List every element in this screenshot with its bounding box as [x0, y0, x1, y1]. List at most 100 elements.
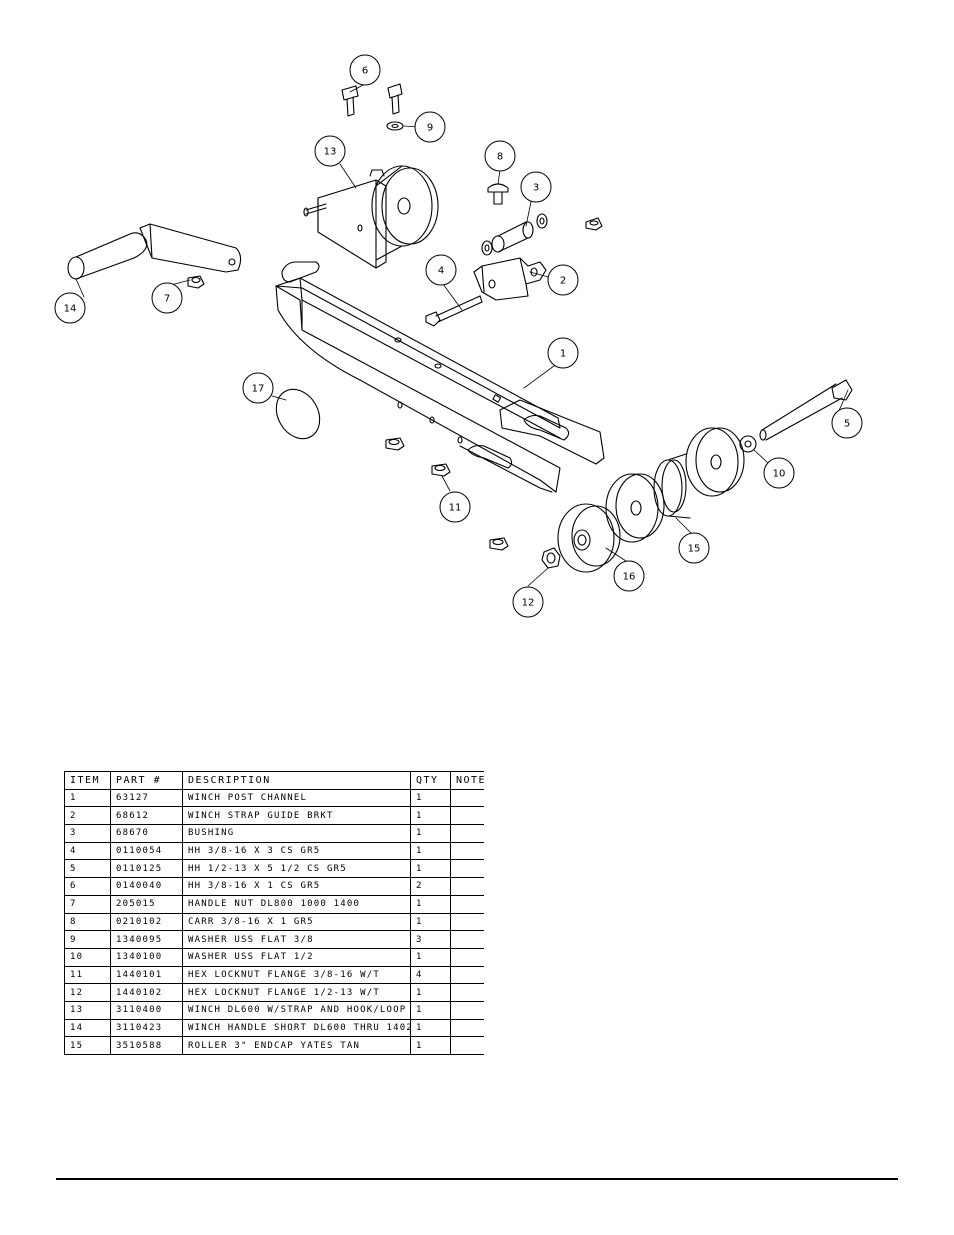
cell-item: 2	[64, 806, 111, 826]
part-winch-handle	[67, 223, 242, 280]
callout-label: 7	[164, 294, 170, 305]
callout-label: 1	[560, 349, 566, 360]
cell-part-number: 68670	[110, 824, 183, 843]
callout-4: 4	[425, 254, 457, 286]
cell-note	[450, 806, 484, 826]
callout-label: 10	[773, 469, 786, 480]
callout-5: 5	[831, 407, 863, 439]
part-winch-post-channel	[275, 261, 605, 493]
cell-item: 13	[64, 1000, 111, 1020]
cell-part-number: 0140040	[110, 877, 183, 896]
cell-part-number: 0210102	[110, 912, 183, 932]
cell-note	[450, 1000, 484, 1020]
cell-item: 9	[64, 930, 111, 949]
cell-qty: 3	[410, 930, 451, 949]
cell-item: 7	[64, 894, 111, 914]
callout-label: 14	[64, 304, 77, 315]
callout-13: 13	[314, 135, 346, 167]
cell-part-number: 1440101	[110, 965, 183, 985]
cell-item: 8	[64, 912, 111, 932]
cell-note	[450, 841, 484, 861]
cell-item: 5	[64, 859, 111, 879]
cell-item: 14	[64, 1018, 111, 1038]
callout-17: 17	[242, 372, 274, 404]
parts-table-header: ITEM PART # DESCRIPTION QTY NOTE	[64, 771, 484, 790]
callout-circle	[151, 282, 183, 314]
callout-circle	[763, 457, 795, 489]
cell-description: HEX LOCKNUT FLANGE 3/8-16 W/T	[182, 965, 411, 985]
cell-note	[450, 965, 484, 985]
part-locknut-1-2	[541, 547, 561, 569]
callout-circle	[414, 111, 446, 143]
callout-11: 11	[439, 491, 471, 523]
callout-10: 10	[763, 457, 795, 489]
cell-qty: 1	[410, 788, 451, 808]
callout-circle	[547, 264, 579, 296]
callout-circle	[547, 337, 579, 369]
header-item: ITEM	[64, 771, 111, 790]
header-qty: QTY	[410, 771, 451, 790]
callout-circle	[831, 407, 863, 439]
callout-circle	[54, 292, 86, 324]
cell-note	[450, 894, 484, 914]
cell-item: 12	[64, 983, 111, 1002]
part-carriage-bolt	[487, 183, 509, 205]
cell-item: 3	[64, 824, 111, 843]
cell-qty: 1	[410, 859, 451, 879]
cell-part-number: 3110423	[110, 1018, 183, 1038]
cell-qty: 1	[410, 912, 451, 932]
cell-note	[450, 788, 484, 808]
cell-note	[450, 912, 484, 932]
callout-circle	[613, 560, 645, 592]
cell-qty: 2	[410, 877, 451, 896]
callout-12: 12	[512, 586, 544, 618]
cell-note	[450, 877, 484, 896]
cell-qty: 1	[410, 983, 451, 1002]
callout-circle	[242, 372, 274, 404]
callout-label: 12	[522, 598, 535, 609]
cell-qty: 1	[410, 806, 451, 826]
cell-description: WINCH STRAP GUIDE BRKT	[182, 806, 411, 826]
callout-label: 9	[427, 123, 433, 134]
cell-part-number: 205015	[110, 894, 183, 914]
callout-label: 15	[688, 544, 701, 555]
cell-note	[450, 859, 484, 879]
cell-description: CARR 3/8-16 X 1 GR5	[182, 912, 411, 932]
callout-3: 3	[520, 171, 552, 203]
cell-note	[450, 983, 484, 1002]
part-endcap-disc	[275, 388, 321, 440]
callout-7: 7	[151, 282, 183, 314]
cell-item: 4	[64, 841, 111, 861]
callout-circle	[314, 135, 346, 167]
callout-label: 8	[497, 152, 503, 163]
callout-label: 13	[324, 147, 337, 158]
cell-description: HEX LOCKNUT FLANGE 1/2-13 W/T	[182, 983, 411, 1002]
part-washers	[386, 121, 548, 256]
cell-qty: 1	[410, 824, 451, 843]
cell-item: 10	[64, 947, 111, 967]
header-note: NOTE	[450, 771, 484, 790]
part-hex-bolt-1-2	[759, 379, 853, 441]
callout-label: 2	[560, 276, 566, 287]
cell-description: ROLLER 3" ENDCAP YATES TAN	[182, 1036, 411, 1055]
cell-qty: 1	[410, 894, 451, 914]
cell-description: HH 3/8-16 X 1 CS GR5	[182, 877, 411, 896]
callout-15: 15	[678, 532, 710, 564]
cell-item: 1	[64, 788, 111, 808]
cell-item: 11	[64, 965, 111, 985]
callout-label: 11	[449, 503, 462, 514]
cell-description: HH 1/2-13 X 5 1/2 CS GR5	[182, 859, 411, 879]
cell-qty: 1	[410, 1018, 451, 1038]
